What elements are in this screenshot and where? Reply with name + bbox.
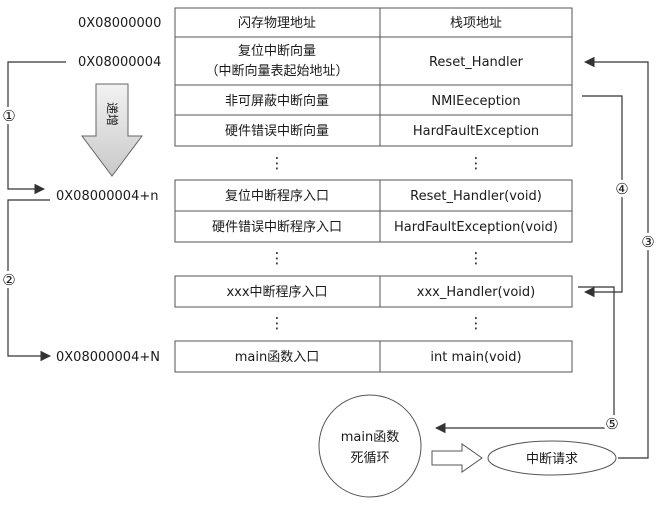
ellipsis-1-left: ⋮ [270,154,285,172]
cell-reset-vector-line2: （中断向量表起始地址） [205,63,348,79]
cell-main-entry: main函数入口 [235,350,319,365]
main-loop-line2: 死循环 [350,451,389,466]
main-entry-row [174,340,573,373]
cell-hardfault-exception: HardFaultException [413,124,539,139]
address-0x08000004-plus-n: 0X08000004+n [56,189,158,204]
ellipsis-2-right: ⋮ [469,249,484,267]
flow-arrow-1 [7,61,66,195]
handler-table [174,179,573,243]
cell-stack-top-address: 栈项地址 [450,16,502,31]
ellipsis-3-left: ⋮ [270,314,285,332]
increment-label: 递增 [105,102,119,126]
address-0x08000000: 0X08000000 [78,16,161,31]
marker-5: ⑤ [605,415,618,433]
flow-arrow-5 [434,286,615,434]
cell-xxx-handler: xxx_Handler(void) [417,285,535,300]
main-loop-node [318,394,422,498]
flow-arrow-4 [582,95,623,298]
xxx-handler-row [174,275,573,308]
interrupt-request-label: 中断请求 [526,452,578,467]
cell-reset-handler: Reset_Handler [429,55,524,70]
cell-reset-handler-void: Reset_Handler(void) [410,189,542,204]
cell-hardfault-entry: 硬件错误中断程序入口 [212,220,342,235]
flow-arrow-3 [583,56,649,459]
ellipsis-2-left: ⋮ [270,249,285,267]
cell-reset-vector-line1: 复位中断向量 [238,43,316,59]
main-loop-line1: main函数 [341,430,399,445]
cell-reset-entry: 复位中断程序入口 [225,189,329,204]
address-0x08000004: 0X08000004 [78,55,161,70]
cell-int-main: int main(void) [430,350,521,365]
marker-1: ① [2,107,15,125]
marker-4: ④ [615,180,628,198]
cell-xxx-entry: xxx中断程序入口 [226,285,327,300]
ellipsis-3-right: ⋮ [469,314,484,332]
increment-arrow [81,83,143,177]
flow-arrow-2 [7,199,52,362]
address-0x08000004-plus-N: 0X08000004+N [56,350,160,365]
cell-hardfault-void: HardFaultException(void) [394,220,558,235]
hollow-arrow [431,443,483,473]
cell-nmi-vector: 非可屏蔽中断向量 [225,93,329,109]
cell-hardfault-vector: 硬件错误中断向量 [225,123,329,139]
cell-nmi-exception: NMIEeception [431,94,520,109]
marker-2: ② [2,271,15,289]
ellipsis-1-right: ⋮ [469,154,484,172]
interrupt-request-node [487,440,617,476]
vector-table-top [174,7,573,147]
marker-3: ③ [641,233,654,251]
cell-flash-physical-address: 闪存物理地址 [238,16,316,31]
